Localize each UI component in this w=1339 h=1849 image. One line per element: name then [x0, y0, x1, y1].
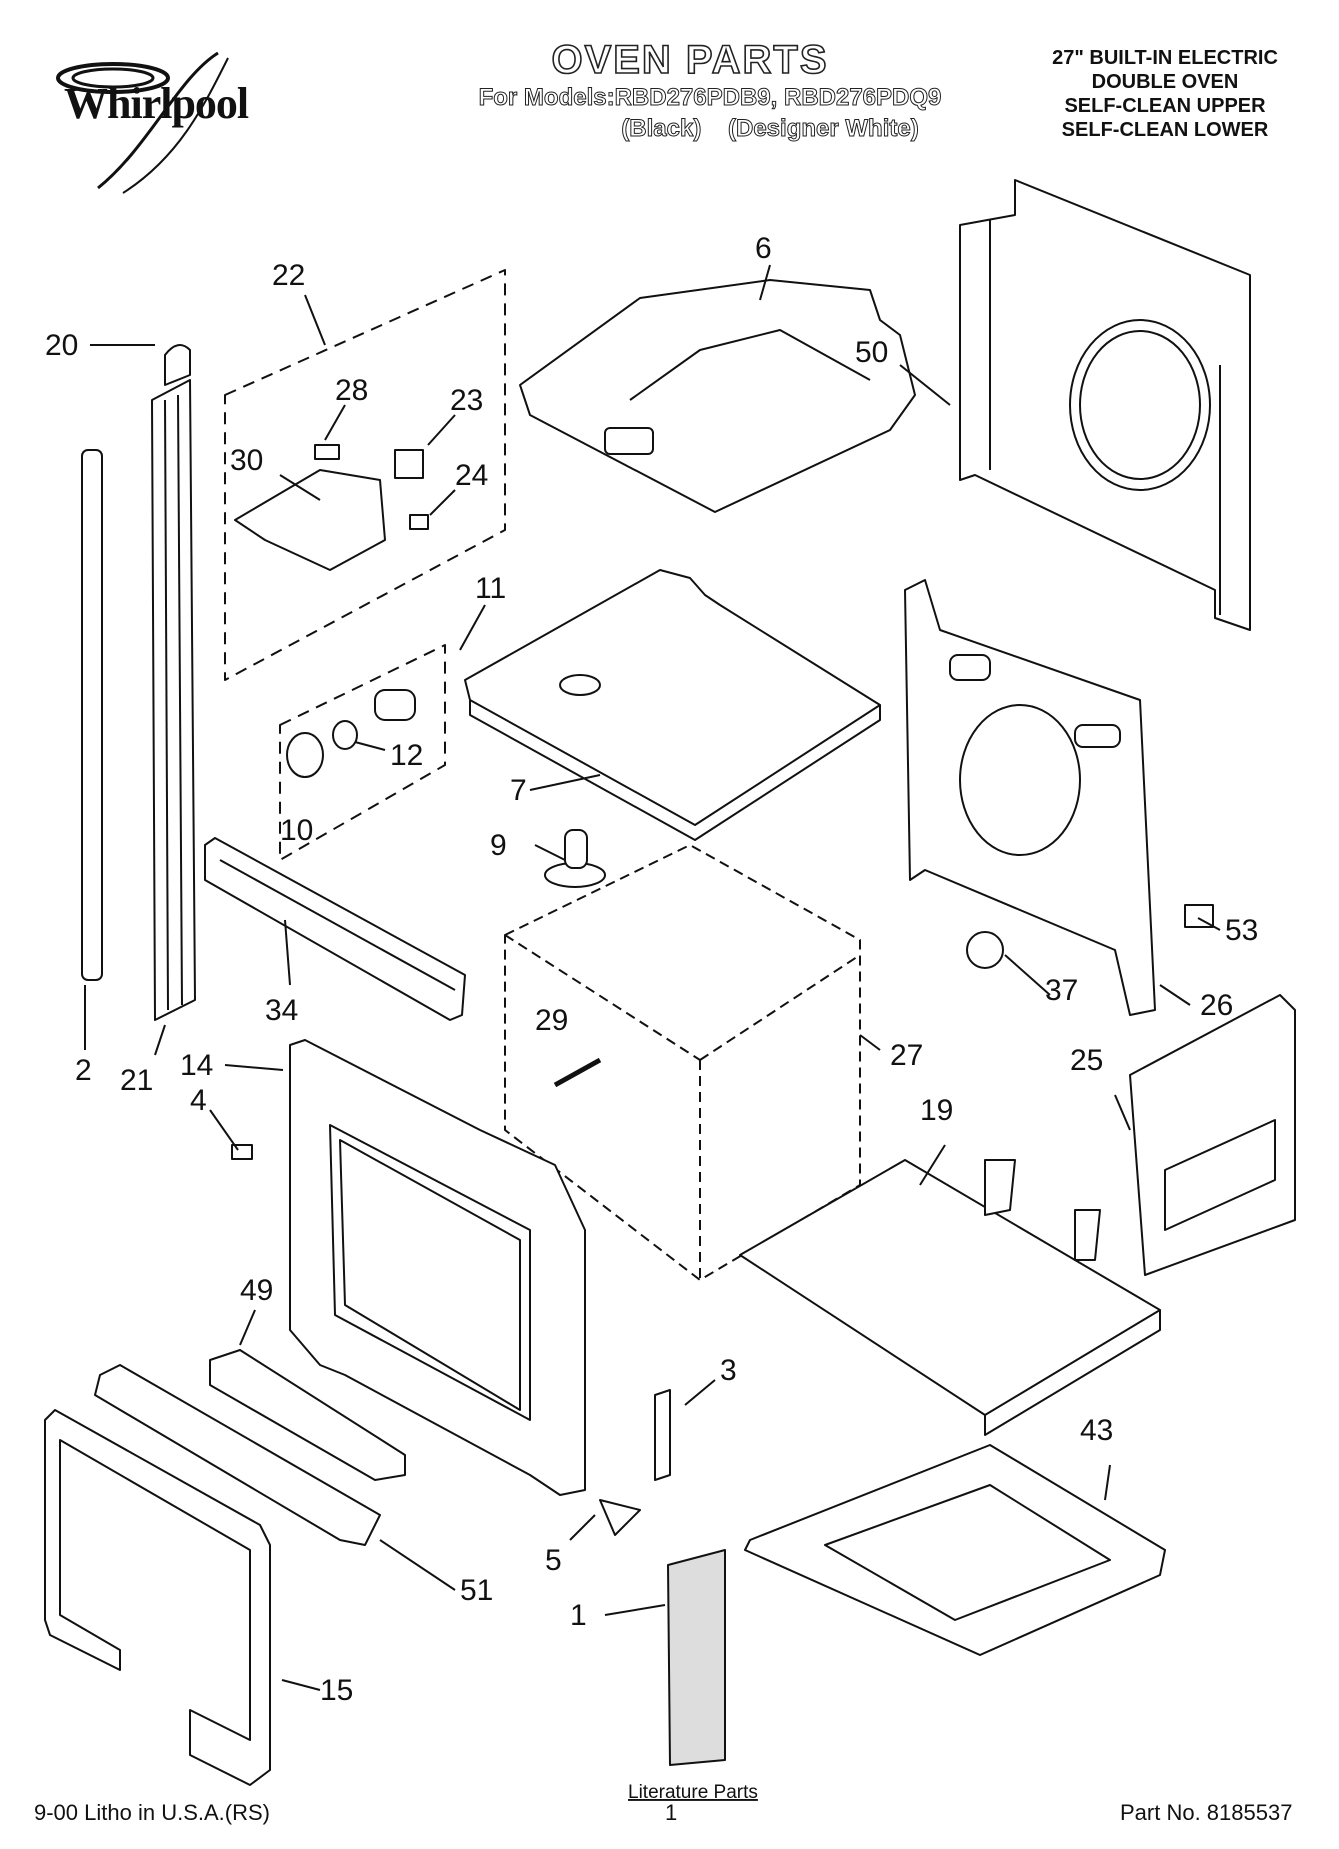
part-5-corner-bracket — [599, 1499, 641, 1536]
callout-10: 10 — [280, 814, 313, 847]
callout-34: 34 — [265, 994, 298, 1027]
models-line: For Models:RBD276PDB9, RBD276PDQ9 — [478, 84, 942, 112]
part-50-rear-panel — [959, 179, 1251, 631]
callout-23: 23 — [450, 384, 483, 417]
callout-24: 24 — [455, 459, 488, 492]
footer-part-number: Part No. 8185537 — [1120, 1800, 1293, 1825]
callout-37: 37 — [1045, 974, 1078, 1007]
footer-litho: 9-00 Litho in U.S.A.(RS) — [34, 1800, 270, 1825]
colors-line: (Black) (Designer White) — [621, 115, 919, 143]
callout-3: 3 — [720, 1354, 737, 1387]
literature-parts-label: Literature Parts — [628, 1782, 758, 1803]
callout-53: 53 — [1225, 914, 1258, 947]
part-34-vent-grille — [204, 837, 466, 1021]
part-1-literature — [667, 1549, 726, 1766]
callout-28: 28 — [335, 374, 368, 407]
product-line-2: DOUBLE OVEN — [1091, 71, 1239, 93]
callout-27: 27 — [890, 1039, 923, 1072]
callout-7: 7 — [510, 774, 527, 807]
callout-49: 49 — [240, 1274, 273, 1307]
part-37-thermal-switch — [966, 931, 1004, 969]
part-26-side-panel — [904, 579, 1156, 1016]
callout-11: 11 — [475, 572, 506, 605]
product-line-3: SELF-CLEAN UPPER — [1064, 95, 1266, 117]
product-line-4: SELF-CLEAN LOWER — [1061, 119, 1269, 141]
callout-labels: 20 22 28 23 30 24 6 50 11 12 10 7 9 34 5… — [45, 232, 1258, 1803]
callout-43: 43 — [1080, 1414, 1113, 1447]
brand-name: Whirlpool — [64, 79, 249, 128]
callout-26: 26 — [1200, 989, 1233, 1022]
callout-51: 51 — [460, 1574, 493, 1607]
part-51-vent-trim — [94, 1364, 381, 1546]
part-15-door-gasket — [44, 1409, 271, 1786]
page-title: OVEN PARTS — [551, 37, 829, 83]
callout-21: 21 — [120, 1064, 153, 1097]
part-49-front-bracket — [209, 1349, 406, 1481]
leader-lines — [84, 264, 1221, 1691]
part-6-top-panel — [519, 279, 916, 513]
callout-20: 20 — [45, 329, 78, 362]
callout-30: 30 — [230, 444, 263, 477]
part-29-sensor-probe — [553, 1057, 602, 1088]
part-43-bottom-tray — [744, 1444, 1166, 1656]
callout-22: 22 — [272, 259, 305, 292]
callout-6: 6 — [755, 232, 772, 265]
callout-29: 29 — [535, 1004, 568, 1037]
part-25-side-shield — [1129, 994, 1296, 1276]
callout-4: 4 — [190, 1084, 207, 1117]
callout-1: 1 — [570, 1599, 587, 1632]
part-11-light-assembly — [279, 644, 446, 861]
part-14-front-frame — [289, 1039, 586, 1496]
part-7-oven-top — [464, 569, 881, 841]
part-20-cap — [164, 344, 191, 386]
callout-9: 9 — [490, 829, 507, 862]
whirlpool-logo: Whirlpool — [28, 48, 278, 198]
callout-19: 19 — [920, 1094, 953, 1127]
callout-2: 2 — [75, 1054, 92, 1087]
part-9-vent-gasket — [544, 829, 606, 888]
callout-12: 12 — [390, 739, 423, 772]
product-line-1: 27" BUILT-IN ELECTRIC — [1052, 47, 1278, 69]
part-22-control-assembly — [224, 269, 506, 681]
part-19-bottom-shelf — [739, 1159, 1161, 1436]
callout-50: 50 — [855, 336, 888, 369]
footer-page-number: 1 — [665, 1800, 678, 1825]
product-description: 27" BUILT-IN ELECTRIC DOUBLE OVEN SELF-C… — [1030, 46, 1300, 142]
callout-14: 14 — [180, 1049, 213, 1082]
callout-15: 15 — [320, 1674, 353, 1707]
callout-25: 25 — [1070, 1044, 1103, 1077]
part-3-bracket — [654, 1389, 671, 1481]
part-2-trim-rod — [81, 449, 103, 981]
callout-5: 5 — [545, 1544, 562, 1577]
part-21-side-trim — [151, 379, 196, 1021]
